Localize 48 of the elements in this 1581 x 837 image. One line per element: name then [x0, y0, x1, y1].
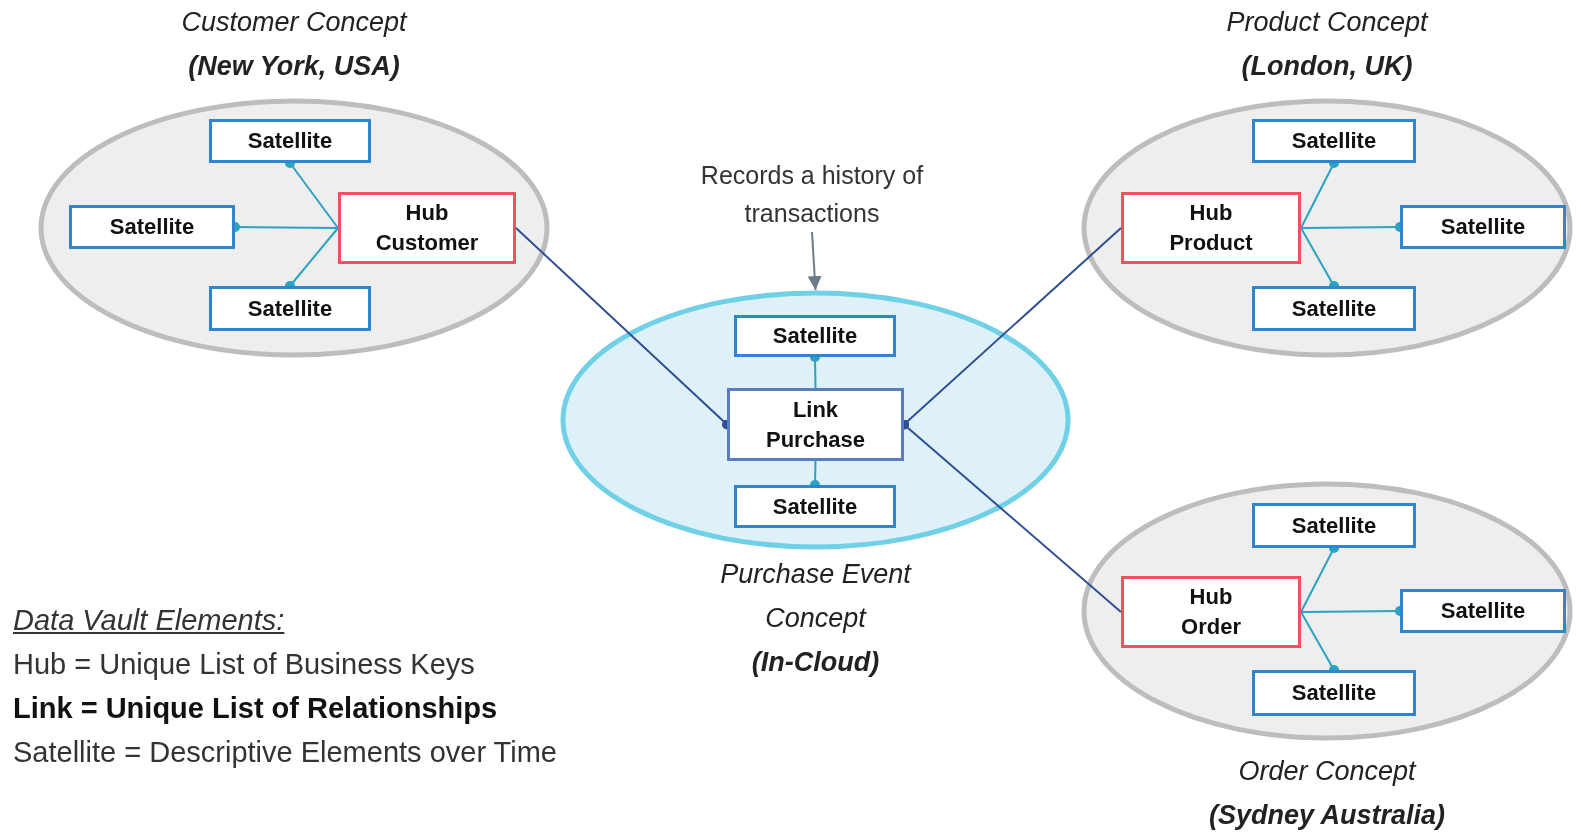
legend-line: Hub = Unique List of Business Keys — [13, 647, 476, 682]
entity-label: Satellite — [247, 294, 333, 323]
satellite-box — [1252, 286, 1416, 331]
arrow — [807, 231, 822, 291]
entity-label: Hub — [1189, 199, 1233, 227]
entity-label: Customer — [375, 229, 479, 257]
entity-label: Satellite — [772, 492, 858, 521]
concept-location: (Sydney Australia) — [1208, 799, 1446, 832]
legend-line: Link = Unique List of Relationships — [13, 691, 499, 726]
satellite-box — [209, 286, 371, 331]
concept-title: Purchase Event Concept — [719, 558, 913, 635]
entity-label: Satellite — [247, 127, 333, 155]
satellite-box — [1400, 205, 1566, 249]
concept-location: (London, UK) — [1241, 50, 1413, 83]
hub-box — [338, 192, 516, 264]
satellite-box — [734, 315, 896, 357]
concept-location: (New York, USA) — [188, 50, 400, 83]
satellite-box — [69, 205, 235, 249]
satellite-box — [1252, 119, 1416, 163]
entity-label: Order — [1181, 613, 1241, 641]
entity-label: Satellite — [1291, 127, 1377, 155]
legend-line: Satellite = Descriptive Elements over Time — [13, 735, 557, 770]
entity-label: Satellite — [1291, 679, 1377, 707]
concept-title: Product Concept — [1226, 6, 1428, 39]
entity-label: Link — [792, 395, 839, 424]
legend-heading: Data Vault Elements: — [13, 603, 286, 638]
annotation-text: Records a history of transactions — [672, 156, 952, 232]
entity-label: Purchase — [765, 425, 866, 454]
entity-label: Hub — [1189, 583, 1233, 611]
hub-box — [1121, 576, 1301, 648]
entity-label: Satellite — [1440, 597, 1526, 625]
entity-label: Satellite — [1291, 294, 1377, 323]
concept-title: Customer Concept — [181, 6, 407, 39]
satellite-box — [734, 485, 896, 528]
concept-location: (In-Cloud) — [751, 646, 880, 679]
entity-label: Satellite — [1291, 511, 1377, 540]
satellite-box — [1400, 589, 1566, 633]
satellite-box — [1252, 670, 1416, 716]
entity-label: Satellite — [1440, 213, 1526, 241]
entity-label: Product — [1169, 229, 1253, 257]
satellite-box — [209, 119, 371, 163]
concept-title: Order Concept — [1238, 755, 1416, 788]
satellite-box — [1252, 503, 1416, 548]
entity-label: Hub — [405, 199, 449, 227]
entity-label: Satellite — [109, 213, 195, 241]
entity-label: Satellite — [772, 322, 858, 350]
hub-box — [1121, 192, 1301, 264]
link-box — [727, 388, 904, 461]
